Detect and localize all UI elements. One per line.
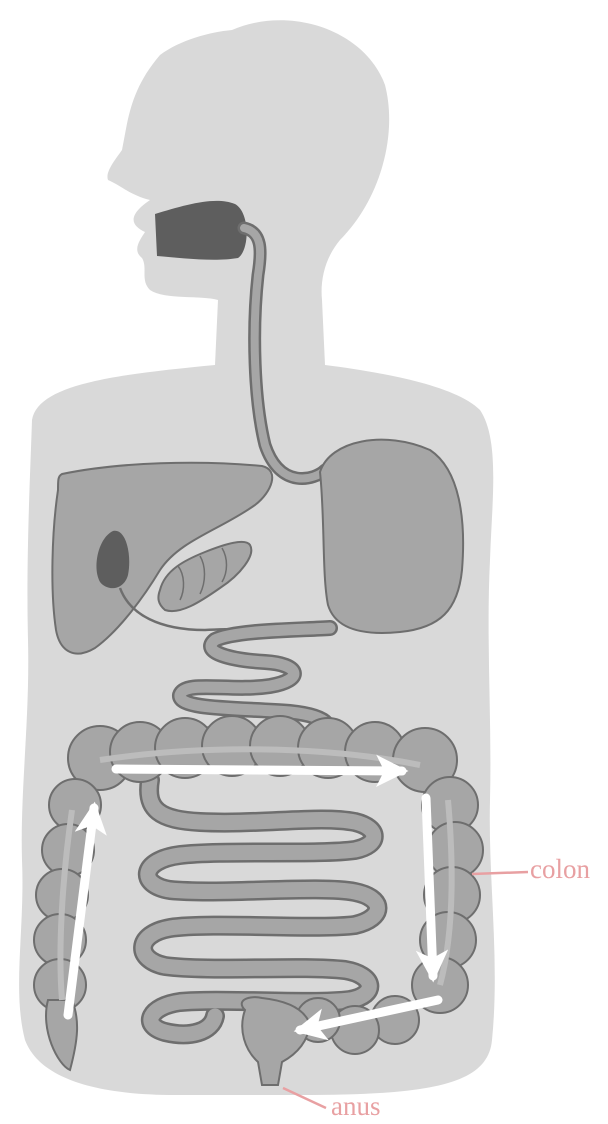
colon-label: colon	[530, 856, 590, 883]
arrow-transverse-icon	[116, 769, 402, 771]
stomach	[320, 440, 463, 633]
anus-label: anus	[331, 1093, 381, 1120]
